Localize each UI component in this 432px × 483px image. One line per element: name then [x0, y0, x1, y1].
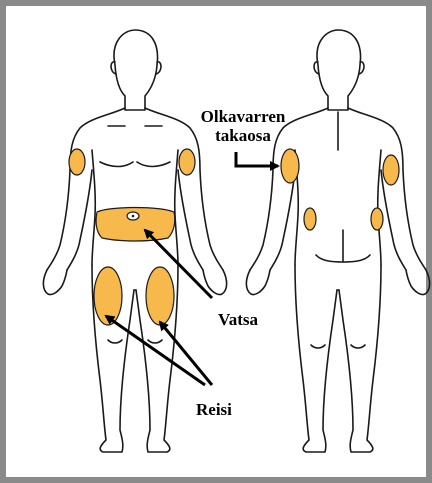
thigh-arrow-left — [106, 316, 205, 385]
back-view-body — [246, 30, 429, 452]
thigh-zone-right — [146, 267, 174, 325]
thigh-label: Reisi — [196, 400, 232, 419]
abdomen-label: Vatsa — [218, 310, 258, 329]
upper-arm-label-line1: Olkavarren — [201, 107, 286, 126]
thigh-arrow-right — [160, 322, 212, 385]
back-hip-zone-right — [371, 208, 383, 230]
back-injection-zones — [281, 149, 399, 230]
back-hip-zone-left — [304, 208, 316, 230]
front-upper-arm-zone-left — [69, 149, 85, 175]
front-upper-arm-zone-right — [179, 149, 195, 175]
back-upper-arm-zone-left — [281, 149, 299, 183]
upper-arm-arrow — [236, 152, 278, 166]
upper-arm-label-line2: takaosa — [215, 126, 271, 145]
back-upper-arm-zone-right — [383, 155, 399, 185]
